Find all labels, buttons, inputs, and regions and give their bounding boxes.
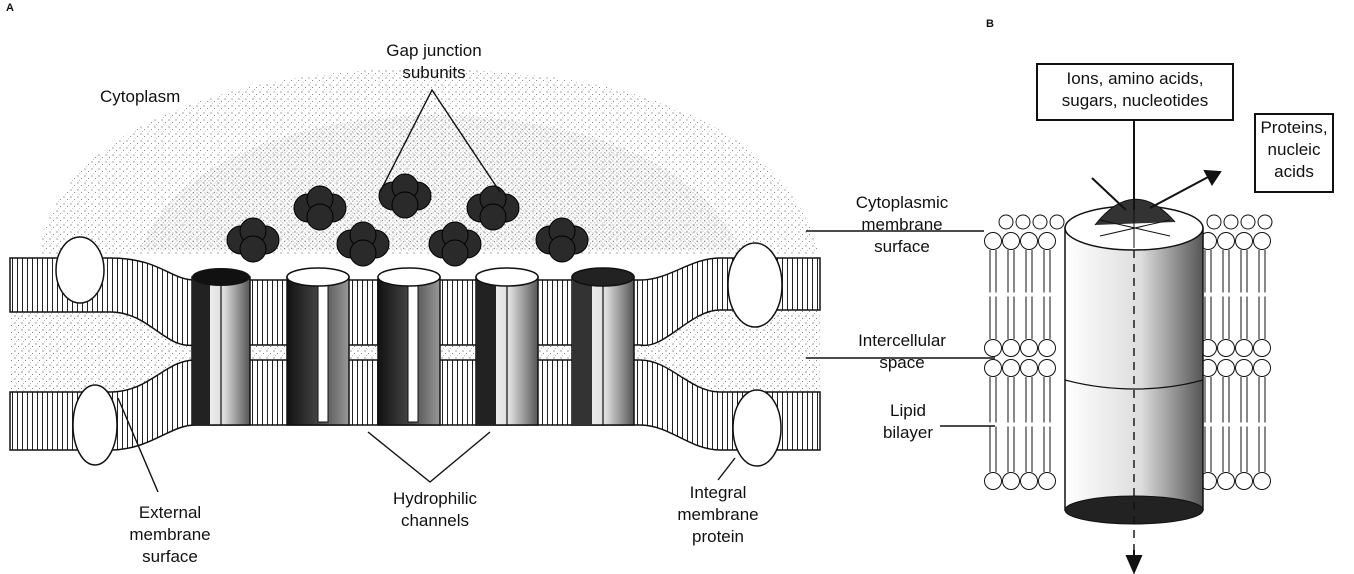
lipid-head	[1039, 473, 1056, 490]
lipid-head	[1039, 340, 1056, 357]
lipid-head	[1254, 233, 1271, 250]
lipid-head	[1254, 360, 1271, 377]
lipid-head-back	[1050, 215, 1064, 229]
integral-protein-upper-left	[56, 237, 104, 303]
lipid-head	[985, 340, 1002, 357]
lipid-head	[1039, 233, 1056, 250]
integral-protein-upper-right	[728, 243, 782, 327]
lipid-head	[1236, 473, 1253, 490]
lipid-head	[1218, 233, 1235, 250]
lipid-head-back	[1258, 215, 1272, 229]
connexon-4	[476, 268, 538, 425]
lipid-head-back	[1033, 215, 1047, 229]
lipid-head	[1236, 360, 1253, 377]
lipid-head-back	[1224, 215, 1238, 229]
panel-b-letter: B	[986, 18, 994, 30]
lipid-head	[1039, 360, 1056, 377]
lipid-head	[1003, 340, 1020, 357]
channel-cylinder	[1065, 199, 1203, 550]
connexon-3	[378, 268, 440, 425]
connexon-2	[287, 268, 349, 425]
lipid-head-back	[1241, 215, 1255, 229]
lipid-head	[1003, 233, 1020, 250]
lipid-head-back	[1207, 215, 1221, 229]
lipid-head	[1021, 340, 1038, 357]
lipid-head	[985, 233, 1002, 250]
integral-protein-lower-right	[733, 390, 781, 466]
panel-a-letter: A	[6, 2, 14, 14]
lipid-head	[1021, 233, 1038, 250]
cytoplasm-label: Cytoplasm	[100, 86, 180, 108]
connexon-5	[572, 268, 634, 425]
lipid-head-back	[1016, 215, 1030, 229]
lipid-head-back	[999, 215, 1013, 229]
lipid-head	[985, 473, 1002, 490]
lipid-head	[1218, 340, 1235, 357]
connexon-1	[192, 268, 250, 425]
lipid-head	[1254, 473, 1271, 490]
lipid-head	[1254, 340, 1271, 357]
ions-box: Ions, amino acids,sugars, nucleotides	[1036, 63, 1234, 121]
lipid-head	[1021, 360, 1038, 377]
panel-a-diagram	[10, 69, 820, 492]
integral-protein-lower-left	[73, 385, 117, 465]
lipid-head	[1218, 473, 1235, 490]
lipid-head	[1003, 360, 1020, 377]
lipid-head	[1236, 233, 1253, 250]
lipid-head	[1236, 340, 1253, 357]
lipid-head	[1021, 473, 1038, 490]
lipid-head	[1218, 360, 1235, 377]
panel-b-leader-lines	[806, 231, 995, 426]
lipid-head	[1003, 473, 1020, 490]
lipid-head	[985, 360, 1002, 377]
